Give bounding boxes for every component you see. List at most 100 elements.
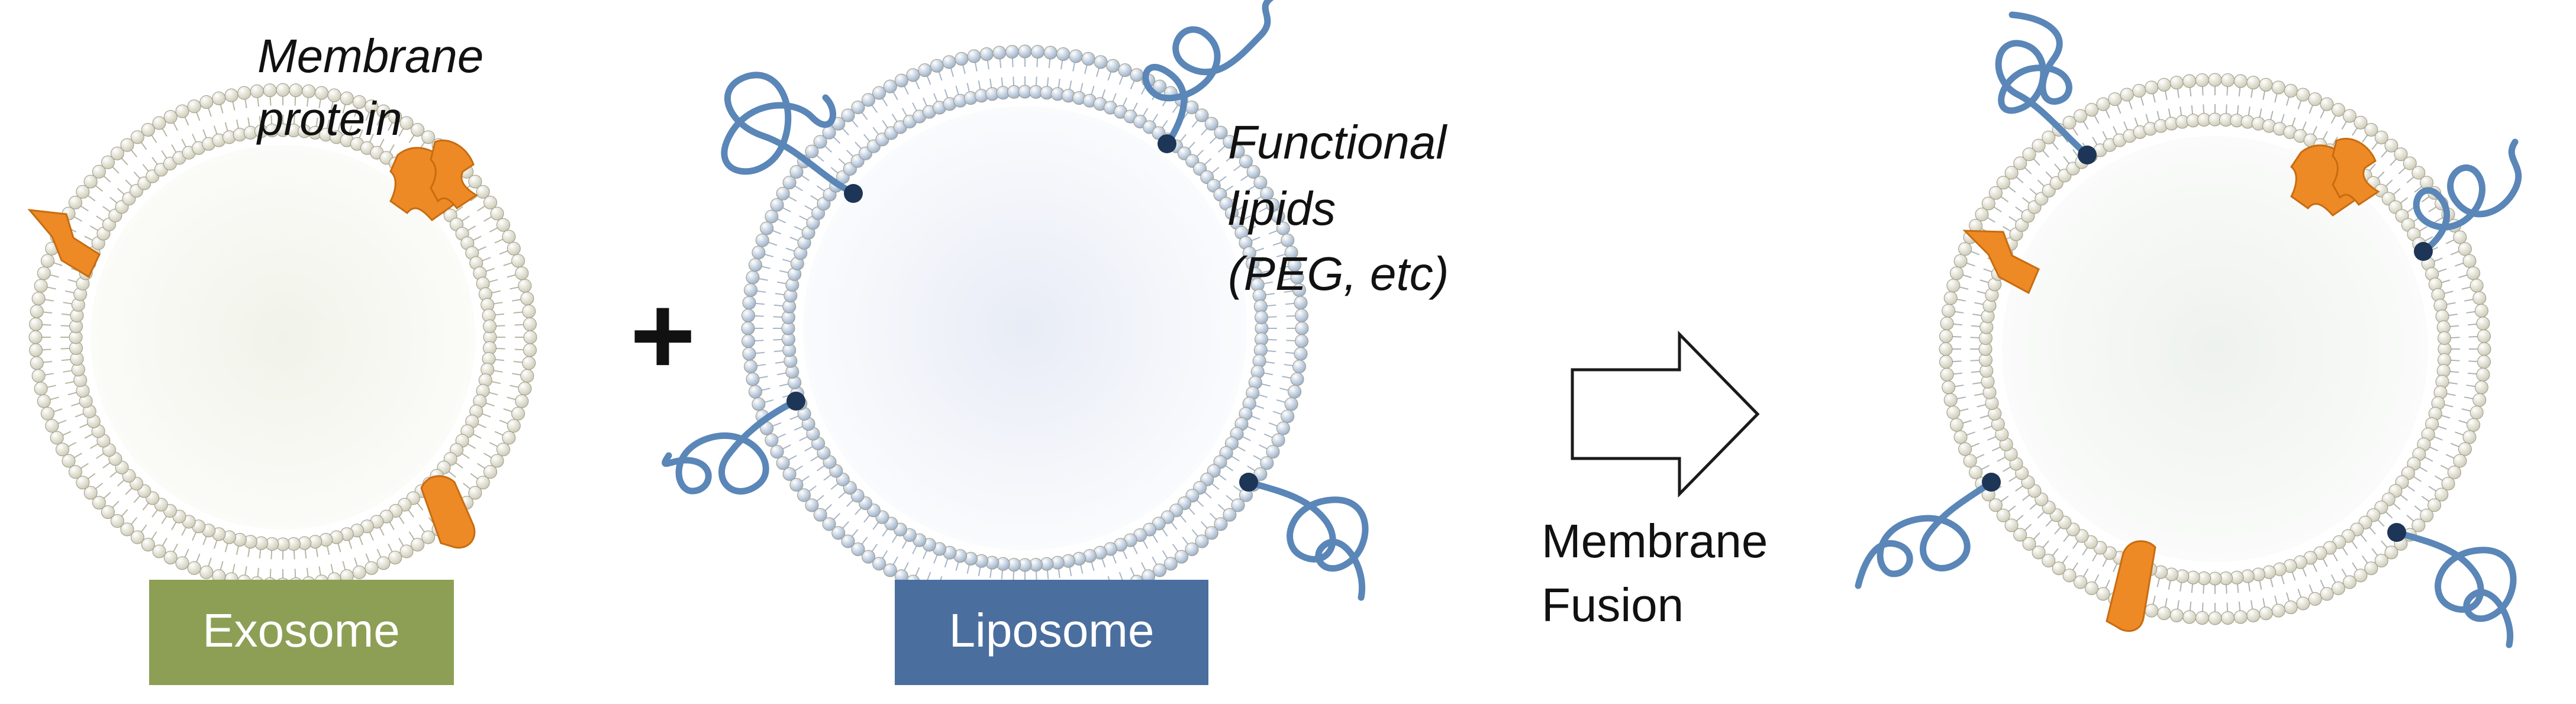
lipid-head: [2233, 610, 2248, 624]
lipid-head: [1018, 44, 1032, 59]
lipid-head: [376, 556, 391, 570]
lipid-head: [421, 530, 436, 544]
lipid-head: [130, 530, 144, 544]
liposome-label: Liposome: [949, 604, 1155, 657]
right-outline-arrow-icon: [1571, 330, 1760, 498]
lipid-head: [1056, 47, 1071, 61]
lipid-head: [841, 534, 855, 548]
lipid-head: [930, 59, 944, 73]
lipid-head: [2427, 498, 2442, 512]
lipid-head: [1949, 266, 1964, 280]
lipid-head: [34, 279, 48, 293]
lipid-head: [776, 186, 790, 201]
lipid-head: [152, 544, 166, 558]
lipid-head: [2472, 291, 2487, 305]
lipid-head: [2032, 545, 2046, 560]
lipid-head: [906, 68, 920, 82]
lipid-head: [741, 321, 755, 335]
lipid-head: [2042, 130, 2056, 144]
lipid-head: [110, 146, 124, 160]
lipid-head: [1246, 165, 1260, 179]
lipid-head: [805, 498, 819, 512]
lipid-head: [37, 394, 51, 408]
lipid-head: [1988, 186, 2003, 200]
lipid-head: [841, 108, 855, 122]
lipid-head: [1953, 254, 1968, 268]
lipid-head: [388, 550, 402, 564]
lipid-head: [141, 538, 155, 552]
lipid-head: [2467, 266, 2481, 280]
plus-sign: +: [630, 273, 696, 398]
lipid-head: [1260, 456, 1274, 470]
lipid-head: [2296, 88, 2310, 102]
lipid-head: [2004, 518, 2019, 532]
fused-peg-chain-right: [2413, 138, 2522, 255]
lipid-head: [29, 317, 43, 331]
lipid-head: [2364, 122, 2378, 137]
lipid-head: [388, 110, 402, 124]
lipid-head: [511, 254, 525, 268]
lipid-head: [376, 104, 391, 118]
lipid-head: [476, 185, 490, 199]
lipid-head: [56, 443, 70, 457]
lipid-head: [483, 465, 498, 479]
lipid-head: [101, 155, 115, 169]
lipid-head: [490, 206, 504, 221]
lipid-head: [50, 431, 64, 445]
lipid-head: [1295, 334, 1309, 348]
lipid-head: [2182, 610, 2197, 624]
lipid-head: [1288, 385, 1302, 399]
lipid-head: [2145, 80, 2159, 95]
lipid-head: [1255, 311, 1269, 325]
lipid-head: [2374, 130, 2388, 144]
lipid-head: [2259, 606, 2273, 621]
lipid-head: [40, 406, 54, 421]
lipid-head: [1253, 176, 1268, 190]
lipid-head: [1130, 68, 1144, 82]
lipid-head: [1940, 367, 1954, 382]
lipid-head: [1295, 308, 1309, 322]
lipid-head: [37, 266, 51, 280]
lipid-head: [2438, 331, 2452, 345]
lipid-head: [1266, 445, 1280, 459]
lipid-head: [1988, 498, 2003, 512]
lipid-head: [130, 130, 144, 144]
lipid-head: [1949, 418, 1964, 432]
lipid-head: [163, 110, 178, 124]
lipid-head: [476, 476, 490, 490]
lipid-head: [742, 296, 756, 310]
lipid-head: [765, 433, 779, 447]
lipid-head: [1295, 321, 1309, 335]
lipid-head: [2120, 88, 2134, 102]
exosome-label-box: Exosome: [149, 580, 454, 685]
lipid-head: [120, 522, 134, 537]
lipid-head: [120, 138, 134, 152]
lipid-head: [468, 486, 482, 500]
lipid-head: [2467, 418, 2481, 432]
lipid-head: [1939, 342, 1953, 356]
lipid-head: [1271, 433, 1285, 447]
lipid-head: [31, 292, 46, 306]
anchor-dot-left: [786, 392, 805, 411]
lipid-head: [1290, 372, 1304, 386]
lipid-head: [483, 195, 498, 209]
lipid-head: [2062, 569, 2077, 583]
lipid-head: [507, 419, 521, 433]
lipid-head: [1292, 360, 1307, 374]
lipid-head: [496, 218, 510, 232]
lipid-head: [2096, 97, 2110, 111]
lipid-head: [2320, 97, 2334, 111]
fused-membrane-protein-bottom: [2106, 540, 2156, 632]
lipid-head: [1204, 526, 1218, 540]
lipid-head: [2284, 83, 2298, 98]
lipid-head: [755, 233, 769, 247]
lipid-head: [831, 526, 846, 540]
lipid-head: [2472, 393, 2487, 407]
fused-anchor-dots: [1982, 146, 2433, 542]
lipid-head: [2447, 465, 2461, 479]
lipid-head: [1005, 44, 1019, 59]
lipid-head: [992, 46, 1007, 60]
lipid-head: [2453, 230, 2467, 244]
lipid-head: [2474, 380, 2488, 395]
lipid-head: [2195, 73, 2209, 88]
